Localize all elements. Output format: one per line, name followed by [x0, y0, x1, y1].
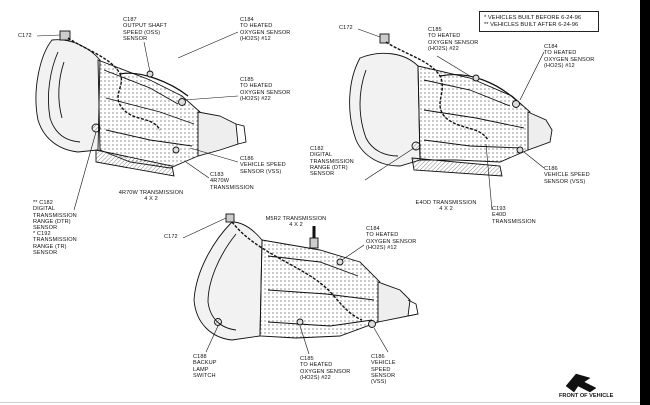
label-c172-b: C172	[339, 25, 353, 31]
legend-after-text: ** VEHICLES BUILT AFTER 6-24-96	[484, 22, 579, 28]
right-edge-bar	[640, 0, 650, 405]
m5r2-leader-lines	[182, 217, 389, 355]
bottom-border	[0, 402, 640, 403]
r70w-leader-lines	[36, 31, 239, 211]
label-c172-c: C172	[164, 234, 178, 240]
label-c172-a: C172	[18, 33, 32, 39]
front-of-vehicle-arrow	[565, 373, 597, 393]
front-of-vehicle-label: FRONT OF VEHICLE	[559, 393, 614, 399]
build-date-legend: * VEHICLES BUILT BEFORE 6-24-96 ** VEHIC…	[479, 11, 599, 32]
m5r2-transmission-drawing	[193, 213, 419, 341]
legend-before-text: * VEHICLES BUILT BEFORE 6-24-96	[484, 15, 582, 21]
e40d-transmission-drawing	[349, 33, 553, 177]
e40d-leader-lines	[357, 28, 545, 211]
r70w-transmission-drawing	[35, 30, 247, 177]
